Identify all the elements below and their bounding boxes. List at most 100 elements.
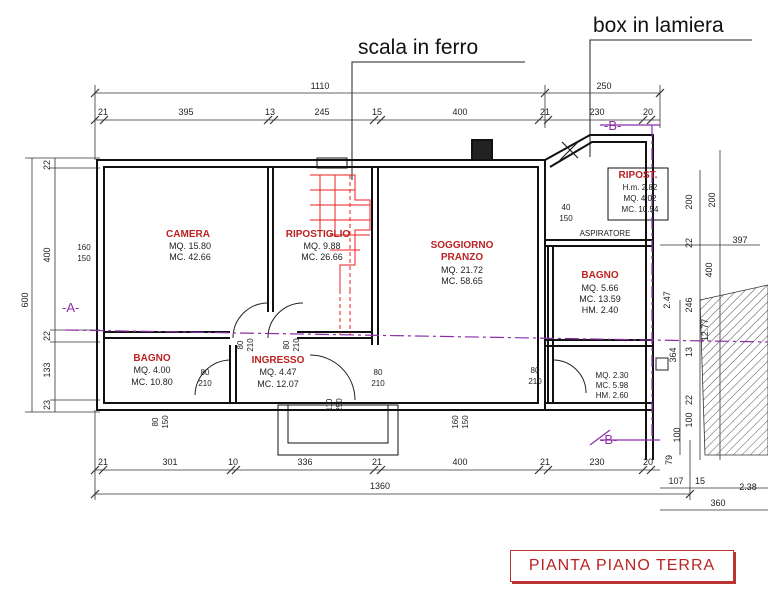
room-ripostiglio: RIPOSTIGLIO MQ. 9.88 MC. 26.66 [286, 229, 351, 262]
room-volume: MC. 12.07 [257, 379, 299, 389]
left-dimension-lines [25, 157, 100, 413]
dim-right: 22 [684, 395, 694, 405]
dim-left: 400 [42, 247, 52, 262]
room-name: RIPOST. [619, 170, 658, 181]
room-name: BAGNO [581, 270, 618, 281]
opening-label: 150 [461, 415, 470, 429]
room-camera: CAMERA MQ. 15.80 MC. 42.66 [166, 229, 211, 262]
walls [96, 134, 669, 460]
dim-bottom-part: 21 [372, 457, 382, 467]
opening-label: 210 [246, 338, 255, 352]
room-height: HM. 2.40 [582, 305, 619, 315]
annotation-box: box in lamiera [593, 14, 724, 37]
dim-left: 23 [42, 400, 52, 410]
dim-bottom-part: 336 [297, 457, 312, 467]
dim-left: 600 [20, 292, 30, 307]
section-markers: -A- -B- -B- [62, 118, 621, 447]
stair-red [310, 174, 371, 335]
section-lines [64, 124, 768, 446]
dim-bottom-extra: 360 [710, 498, 725, 508]
dim-right: 397 [732, 235, 747, 245]
right-dimensions: 200 200 22 397 400 2.47 246 12.77 364 13… [662, 192, 748, 465]
bottom-dimensions: 21 301 10 336 21 400 21 230 20 1360 107 … [98, 457, 757, 508]
room-name: INGRESSO [252, 355, 305, 366]
opening-label: 80 [282, 340, 291, 349]
dim-bottom-part: 230 [589, 457, 604, 467]
dim-top-part: 230 [589, 107, 604, 117]
opening-label: 150 [161, 415, 170, 429]
room-volume: MC. 13.59 [579, 294, 621, 304]
section-marker-a: -A- [62, 300, 79, 315]
room-ripost-box: RIPOST. H.m. 2.82 MQ. 4.02 MC. 10.54 [619, 170, 659, 214]
dim-bottom-part: 21 [540, 457, 550, 467]
hatched-area [699, 284, 768, 456]
room-area: MQ. 15.80 [169, 241, 211, 251]
dim-bottom-part: 20 [643, 457, 653, 467]
opening-label: 40 [562, 203, 571, 212]
room-area: MQ. 9.88 [303, 241, 340, 251]
room-area: MQ. 21.72 [441, 265, 483, 275]
dim-top-part: 20 [643, 107, 653, 117]
room-area: MQ. 5.66 [581, 283, 618, 293]
opening-label: 210 [528, 377, 542, 386]
dim-right: 12.77 [700, 319, 710, 342]
dim-top-part: 13 [265, 107, 275, 117]
room-area: MQ. 4.00 [133, 365, 170, 375]
room-height: HM. 2.60 [596, 391, 629, 400]
room-volume: MC. 10.80 [131, 377, 173, 387]
dim-bottom-extra: 107 [668, 476, 683, 486]
left-dimensions: 22 400 600 22 133 23 [20, 160, 52, 410]
room-name: RIPOSTIGLIO [286, 229, 351, 240]
opening-label: 80 [531, 366, 540, 375]
opening-label: 110 [325, 398, 334, 411]
opening-label: 80 [374, 368, 383, 377]
room-bagno-left: BAGNO MQ. 4.00 MC. 10.80 [131, 353, 173, 387]
opening-label: 160 [77, 243, 91, 252]
aspiratore-label: ASPIRATORE [580, 229, 631, 238]
room-small: MQ. 2.30 MC. 5.98 HM. 2.60 [596, 371, 629, 400]
room-name: SOGGIORNO [431, 240, 494, 251]
opening-label: 210 [371, 379, 385, 388]
section-marker-b-bottom: -B- [600, 432, 617, 447]
dim-bottom-part: 21 [98, 457, 108, 467]
annotation-scala: scala in ferro [358, 36, 479, 59]
room-ingresso: INGRESSO MQ. 4.47 MC. 12.07 [252, 355, 305, 389]
dim-right: 100 [672, 427, 682, 442]
dim-bottom-extra: 15 [695, 476, 705, 486]
dim-top-part: 21 [540, 107, 550, 117]
dim-top-box: 250 [596, 81, 611, 91]
dim-top-part: 395 [178, 107, 193, 117]
dim-right: 400 [704, 262, 714, 277]
opening-label: 150 [559, 214, 573, 223]
dim-right: 364 [668, 347, 678, 362]
dim-left: 22 [42, 331, 52, 341]
dim-left: 133 [42, 362, 52, 377]
dim-top-total: 1110 [311, 81, 330, 91]
dim-right: 100 [684, 412, 694, 427]
section-marker-b-top: -B- [604, 118, 621, 133]
dim-bottom-extra: 2.38 [739, 482, 757, 492]
room-height: H.m. 2.82 [623, 183, 658, 192]
room-volume: MC. 58.65 [441, 276, 483, 286]
door-swings [194, 302, 669, 401]
dim-top-part: 245 [314, 107, 329, 117]
dim-top-part: 21 [98, 107, 108, 117]
dim-top-part: 15 [372, 107, 382, 117]
opening-label: 80 [236, 340, 245, 349]
opening-label: 210 [198, 379, 212, 388]
room-area: MQ. 4.47 [259, 367, 296, 377]
dim-right: 200 [707, 192, 717, 207]
dim-right: 79 [664, 455, 674, 465]
room-area: MQ. 4.02 [624, 194, 657, 203]
opening-label: 210 [292, 338, 301, 352]
dim-bottom-part: 400 [452, 457, 467, 467]
plan-title: PIANTA PIANO TERRA [510, 550, 734, 582]
dim-bottom-part: 10 [228, 457, 238, 467]
room-area: MQ. 2.30 [596, 371, 629, 380]
room-volume: MC. 26.66 [301, 252, 343, 262]
room-volume: MC. 5.98 [596, 381, 629, 390]
bottom-dimension-lines [90, 410, 768, 511]
top-dimension-lines [90, 85, 665, 160]
opening-label: 80 [151, 417, 160, 426]
